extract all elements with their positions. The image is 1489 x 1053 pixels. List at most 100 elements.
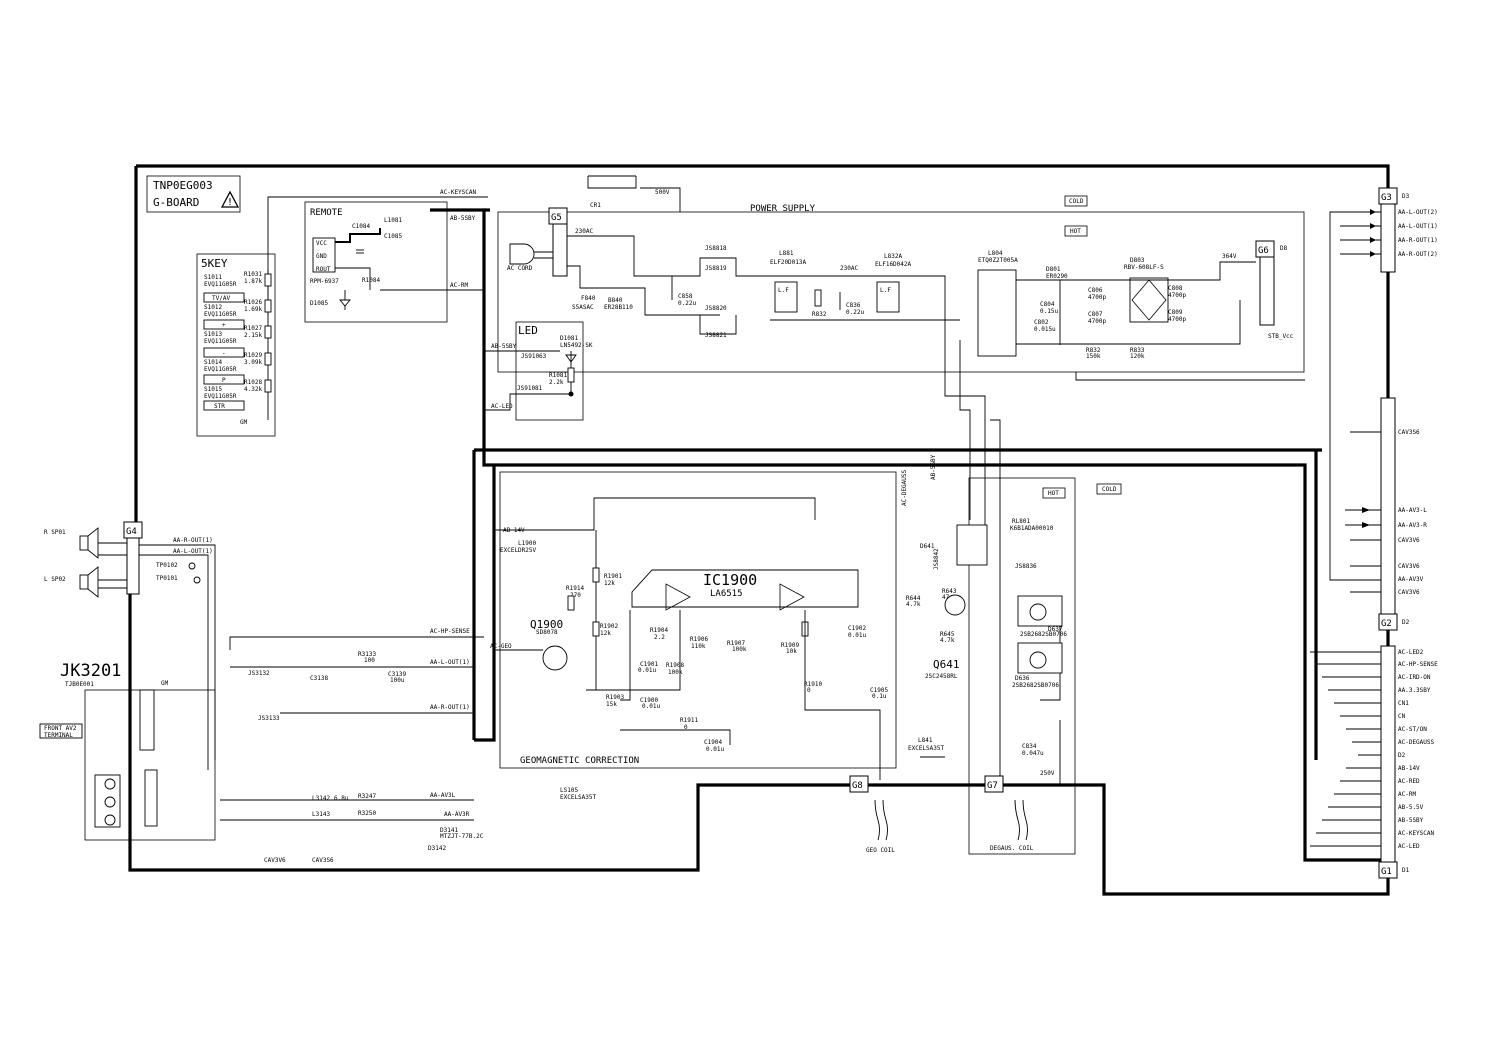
transistor-q641: Q641 xyxy=(933,658,960,671)
svg-text:JS8818: JS8818 xyxy=(705,245,727,252)
label-ab-5sby-led: AB-5SBY xyxy=(491,343,517,350)
g1-signal-13: AB-5.5V xyxy=(1398,804,1424,811)
svg-text:4700p: 4700p xyxy=(1088,294,1106,301)
svg-text:S5ASAC: S5ASAC xyxy=(572,304,594,311)
transformer-l804 xyxy=(977,269,1017,357)
svg-text:0.01u: 0.01u xyxy=(848,632,866,639)
svg-text:ELF16D042A: ELF16D042A xyxy=(875,261,912,268)
svg-text:D637: D637 xyxy=(1048,626,1063,633)
svg-text:D3142: D3142 xyxy=(428,845,446,852)
g1-signal-3: AC-IRD-ON xyxy=(1398,674,1431,681)
svg-text:VCC: VCC xyxy=(316,240,327,247)
bridge-rectifier xyxy=(1129,277,1169,323)
g1-signal-16: AC-LED xyxy=(1398,843,1420,850)
svg-text:AC-HP-SENSE: AC-HP-SENSE xyxy=(430,628,470,635)
g1-signal-7: AC-ST/ON xyxy=(1398,726,1427,733)
svg-text:12k: 12k xyxy=(600,630,611,637)
label-500v: 500V xyxy=(655,189,670,196)
g2-signal-2: AA-AV3-L xyxy=(1398,507,1427,514)
geomagnetic-correction: AB-14V L1900 EXCELDR25V R1901 12k R1902 … xyxy=(490,497,945,854)
line-filter-2 xyxy=(876,281,900,313)
svg-text:ROUT: ROUT xyxy=(316,266,331,273)
svg-text:1.69k: 1.69k xyxy=(244,306,262,313)
svg-text:0.015u: 0.015u xyxy=(1034,326,1056,333)
svg-text:0.22u: 0.22u xyxy=(846,309,864,316)
remote-title: REMOTE xyxy=(310,208,343,218)
svg-text:D1081: D1081 xyxy=(560,335,578,342)
jack-part: TJB0E001 xyxy=(65,681,94,688)
svg-text:AA-R-OUT(1): AA-R-OUT(1) xyxy=(430,704,470,711)
svg-text:R1908: R1908 xyxy=(666,662,684,669)
svg-text:AC-DEGAUSS: AC-DEGAUSS xyxy=(901,469,908,506)
front-av2-label: FRONT AV2 xyxy=(44,725,77,732)
svg-text:R1084: R1084 xyxy=(362,277,380,284)
line-filter-1 xyxy=(774,281,798,313)
g2-signal-3: AA-AV3-R xyxy=(1398,522,1427,529)
g1-signal-2: AC-HP-SENSE xyxy=(1398,661,1438,668)
svg-text:S1011: S1011 xyxy=(204,274,222,281)
svg-text:S1013: S1013 xyxy=(204,331,222,338)
svg-text:C834: C834 xyxy=(1022,743,1037,750)
svg-text:CAV3S6: CAV3S6 xyxy=(312,857,334,864)
svg-text:ER28B110: ER28B110 xyxy=(604,304,633,311)
svg-text:0.1u: 0.1u xyxy=(872,693,887,700)
svg-text:AA-AV3R: AA-AV3R xyxy=(444,811,470,818)
svg-text:D636: D636 xyxy=(1015,675,1030,682)
svg-text:ETQ0Z2T005A: ETQ0Z2T005A xyxy=(978,257,1018,264)
svg-text:C3138: C3138 xyxy=(310,675,328,682)
svg-text:2SC2458RL: 2SC2458RL xyxy=(925,673,958,680)
svg-text:C806: C806 xyxy=(1088,287,1103,294)
svg-text:100k: 100k xyxy=(668,669,683,676)
svg-text:0.22u: 0.22u xyxy=(678,300,696,307)
svg-text:C807: C807 xyxy=(1088,311,1103,318)
svg-text:L804: L804 xyxy=(988,250,1003,257)
svg-text:R1906: R1906 xyxy=(690,636,708,643)
svg-text:JS8819: JS8819 xyxy=(705,265,727,272)
svg-text:JS3132: JS3132 xyxy=(248,670,270,677)
svg-text:EVQ11G05R: EVQ11G05R xyxy=(204,338,237,345)
svg-text:R1907: R1907 xyxy=(727,640,745,647)
svg-text:EVQ11G05R: EVQ11G05R xyxy=(204,281,237,288)
svg-text:6.8u: 6.8u xyxy=(334,795,349,802)
connector-d3: D3 xyxy=(1402,193,1410,200)
svg-text:R1028: R1028 xyxy=(244,379,262,386)
svg-text:2.2: 2.2 xyxy=(654,634,665,641)
svg-text:JS91081: JS91081 xyxy=(517,385,543,392)
svg-text:JS8836: JS8836 xyxy=(1015,563,1037,570)
svg-text:MTZJT-77B.2C: MTZJT-77B.2C xyxy=(440,833,484,840)
speaker-l-label: L SP02 xyxy=(44,576,66,583)
svg-text:LS105: LS105 xyxy=(560,787,578,794)
svg-text:EVQ11G05R: EVQ11G05R xyxy=(204,366,237,373)
svg-text:10k: 10k xyxy=(786,648,797,655)
svg-text:C1905: C1905 xyxy=(870,687,888,694)
svg-text:R1911: R1911 xyxy=(680,717,698,724)
g1-signal-12: AC-RM xyxy=(1398,791,1416,798)
zone-cold-2: COLD xyxy=(1102,486,1117,493)
remote-receiver xyxy=(312,237,336,273)
connector-g3: G3 xyxy=(1381,193,1392,203)
g1-signal-8: AC-DEGAUSS xyxy=(1398,739,1435,746)
svg-text:R645: R645 xyxy=(940,631,955,638)
svg-text:230AC: 230AC xyxy=(840,265,858,272)
svg-text:C804: C804 xyxy=(1040,301,1055,308)
label-ac-keyscan: AC-KEYSCAN xyxy=(440,189,477,196)
svg-text:D803: D803 xyxy=(1130,257,1145,264)
svg-text:AC-GEO: AC-GEO xyxy=(490,643,512,650)
svg-text:AA-L-OUT(1): AA-L-OUT(1) xyxy=(173,548,213,555)
g1-signal-4: AA.3.3SBY xyxy=(1398,687,1431,694)
ic1900-name: IC1900 xyxy=(703,571,757,589)
speakers: R SP01 L SP02 G4 AA-R-OUT(1) AA-L-OUT(1)… xyxy=(44,521,216,770)
geomagnetic-box xyxy=(499,471,897,769)
board-name: TNP0EG003 xyxy=(153,179,213,192)
svg-text:AC CORD: AC CORD xyxy=(507,265,533,272)
svg-text:D801: D801 xyxy=(1046,266,1061,273)
power-supply: CR1 500V G5 230AC AC CORD F840 S5ASAC B8… xyxy=(507,175,1305,381)
key-str-label: STR xyxy=(214,403,225,410)
svg-text:C1902: C1902 xyxy=(848,625,866,632)
svg-text:47: 47 xyxy=(942,594,950,601)
svg-text:R644: R644 xyxy=(906,595,921,602)
key-switches: TV/AV + - P STR S1011 EVQ11G05R S1012 EV… xyxy=(203,270,272,426)
g2-signal-4: CAV3V6 xyxy=(1398,537,1420,544)
svg-text:K6B1ADA00010: K6B1ADA00010 xyxy=(1010,525,1054,532)
